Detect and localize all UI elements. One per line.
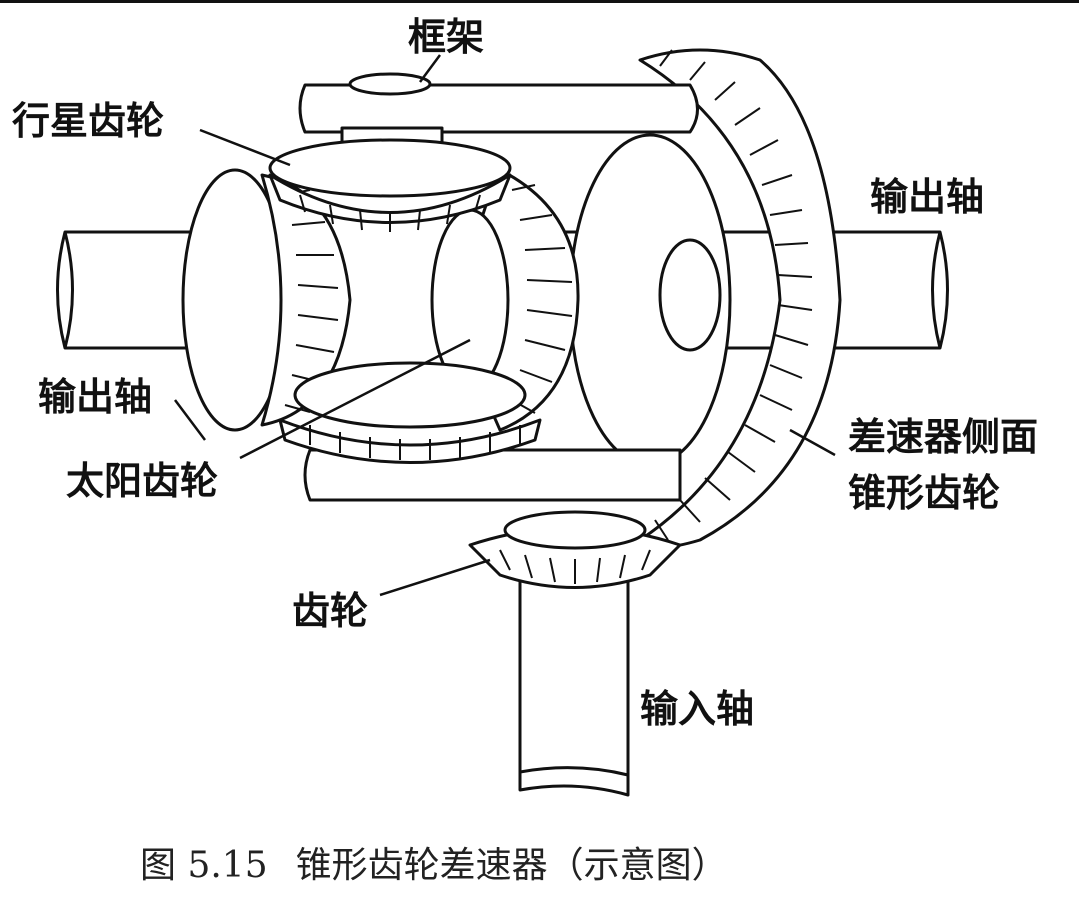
- frame-inner-ring: [658, 238, 722, 352]
- leader-frame: [418, 54, 442, 83]
- figure-title: 锥形齿轮差速器（示意图）: [295, 845, 728, 886]
- input-shaft: [518, 558, 630, 797]
- bottom-planet-gear-teeth: [309, 425, 521, 460]
- figure-caption: 图 5.15 锥形齿轮差速器（示意图）: [140, 848, 756, 884]
- input-pinion-gear-face: [503, 510, 647, 550]
- label-output-shaft-left: 输出轴: [38, 375, 153, 419]
- leader-sun-gear: [239, 338, 471, 460]
- leader-gear: [379, 558, 491, 597]
- leader-output-shaft-left: [174, 399, 206, 441]
- right-sun-gear-teeth: [511, 184, 573, 414]
- leader-side-bevel-gear: [789, 428, 836, 457]
- figure-number: 图 5.15: [140, 845, 268, 886]
- bottom-planet-gear-teeth-band: [278, 418, 542, 464]
- label-input-shaft: 输入轴: [640, 687, 755, 731]
- top-planet-gear-face: [268, 138, 512, 198]
- top-planet-gear-teeth: [299, 194, 481, 232]
- ring-gear-outer: [638, 48, 842, 549]
- label-frame: 框架: [408, 15, 485, 59]
- right-shaft-break-line: [931, 231, 942, 349]
- leader-planet-gear: [199, 128, 291, 167]
- label-planet-gear: 行星齿轮: [12, 99, 165, 143]
- label-gear: 齿轮: [292, 589, 369, 633]
- label-output-shaft-right: 输出轴: [870, 175, 985, 219]
- top-border-line: [0, 0, 1079, 3]
- input-pinion-gear-teeth: [499, 549, 651, 584]
- label-side-bevel-gear-line2: 锥形齿轮: [848, 471, 1001, 515]
- bottom-planet-gear-face: [293, 361, 527, 429]
- left-shaft-break-line: [63, 231, 74, 349]
- frame-top-arm: [298, 83, 699, 134]
- ring-gear-teeth: [654, 49, 813, 541]
- input-shaft-break-line: [519, 766, 629, 777]
- label-sun-gear: 太阳齿轮: [66, 459, 219, 503]
- label-side-bevel-gear-line1: 差速器侧面: [848, 415, 1039, 459]
- frame-top-hole: [348, 72, 432, 96]
